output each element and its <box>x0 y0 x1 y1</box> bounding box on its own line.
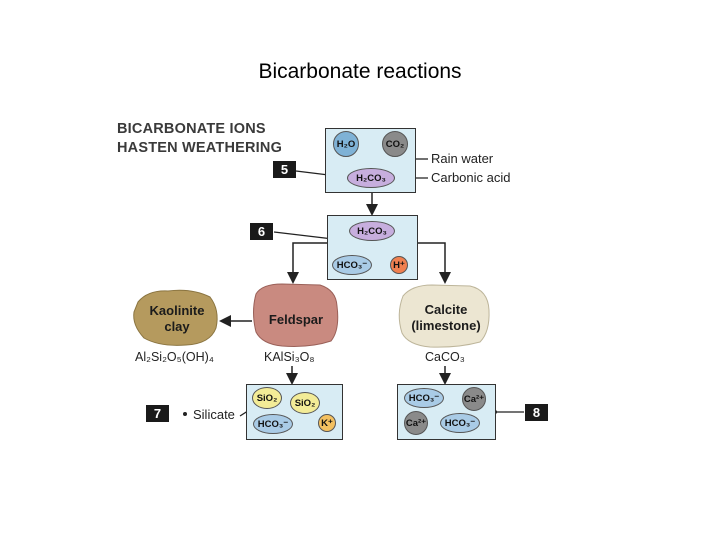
calcite-formula: CaCO₃ <box>425 350 465 364</box>
hco3-molecule-5: HCO₃⁻ <box>440 413 480 433</box>
h2co3-molecule: H₂CO₃ <box>347 168 395 188</box>
kaolinite-label: Kaolinite clay <box>142 303 212 335</box>
step-badge-5: 5 <box>273 161 296 178</box>
arrow-box2-to-calcite <box>416 242 451 284</box>
heading-line-1: BICARBONATE IONS <box>117 121 266 137</box>
feldspar-label: Feldspar <box>268 312 324 327</box>
hco3-molecule: HCO₃⁻ <box>332 255 372 275</box>
kaolinite-formula: Al₂Si₂O₅(OH)₄ <box>135 350 214 364</box>
ca2-plus-ion-1: Ca²⁺ <box>462 387 486 411</box>
co2-molecule: CO₂ <box>382 131 408 157</box>
k-plus-ion: K⁺ <box>318 414 336 432</box>
carbonic-acid-label: Carbonic acid <box>431 170 511 185</box>
hco3-molecule-4: HCO₃⁻ <box>404 388 444 408</box>
arrow-box2-to-feldspar <box>287 242 328 284</box>
step-badge-7: 7 <box>146 405 169 422</box>
sio2-molecule-2: SiO₂ <box>290 392 320 414</box>
hco3-molecule-3: HCO₃⁻ <box>253 414 293 434</box>
calcite-label: Calcite (limestone) <box>405 302 487 334</box>
sio2-molecule-1: SiO₂ <box>252 387 282 409</box>
diagram-heading: BICARBONATE IONS HASTEN WEATHERING <box>117 120 282 158</box>
h2o-molecule: H₂O <box>333 131 359 157</box>
kaolinite-label-text: Kaolinite clay <box>149 303 205 334</box>
h-plus-ion: H⁺ <box>390 256 408 274</box>
ca2-plus-ion-2: Ca²⁺ <box>404 411 428 435</box>
rain-water-label: Rain water <box>431 151 494 166</box>
h2co3-molecule-2: H₂CO₃ <box>349 221 395 241</box>
step-badge-6: 6 <box>250 223 273 240</box>
feldspar-rock <box>253 283 339 347</box>
heading-line-2: HASTEN WEATHERING <box>117 140 283 156</box>
kaolinite-rock <box>133 289 218 346</box>
badge-6-leader <box>273 231 334 240</box>
calcite-label-line2: (limestone) <box>411 318 481 333</box>
slide-title: Bicarbonate reactions <box>258 60 462 83</box>
feldspar-formula: KAlSi₃O₈ <box>264 350 315 364</box>
calcite-rock <box>398 284 490 348</box>
step-badge-8: 8 <box>525 404 548 421</box>
calcite-label-line1: Calcite <box>424 302 468 317</box>
silicate-label: Silicate <box>193 407 235 422</box>
